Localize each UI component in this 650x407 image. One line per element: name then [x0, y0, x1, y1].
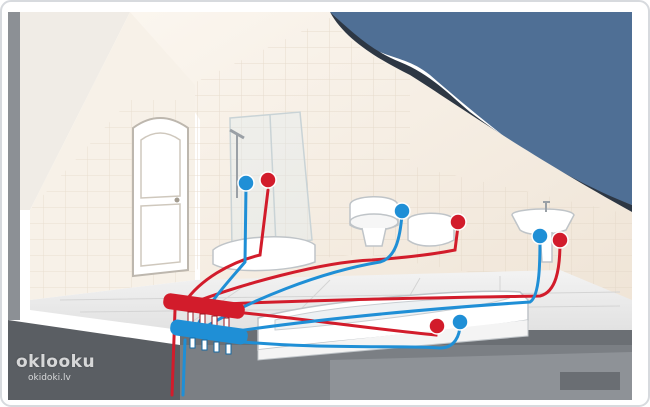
cold-pipe-basin [208, 236, 542, 337]
cold-connection-points [237, 174, 549, 331]
cold-dot-toilet [393, 202, 411, 220]
basin-faucet [543, 201, 550, 212]
manifold-cold [170, 319, 248, 355]
hot-dot-basin [551, 231, 569, 249]
door-panel-top [140, 132, 181, 199]
hot-pipe-basin [203, 240, 562, 307]
cold-dot-basin [531, 227, 549, 245]
toilet-bowl [349, 213, 399, 231]
outer-wall-left [8, 12, 20, 320]
slab-block [560, 372, 620, 390]
cold-pipe-bath [218, 322, 462, 350]
door-panel-bottom [140, 203, 181, 267]
hot-water-pipes [170, 188, 562, 397]
roof-panel [330, 12, 632, 205]
door-handle [174, 197, 180, 203]
hot-pipe-bidet [193, 224, 460, 304]
roof-edge [325, 12, 632, 218]
watermark-url: okidoki.lv [28, 373, 71, 383]
bidet [407, 212, 455, 247]
shower-head [229, 128, 245, 140]
cold-pipe-riser [181, 338, 187, 397]
watermark-logo: oklooku [16, 352, 96, 372]
slab-left [8, 320, 180, 400]
hot-connection-points [259, 171, 569, 335]
slab-shade [330, 352, 632, 400]
slanted-ceiling [20, 12, 130, 210]
hot-dot-bidet [449, 213, 467, 231]
cold-dot-bath [451, 313, 469, 331]
hot-pipe-shower [183, 188, 270, 304]
cold-dot-shower [237, 174, 255, 192]
hot-pipe-bath [213, 308, 439, 337]
hot-dot-bath [428, 317, 446, 335]
toilet-base [361, 227, 387, 247]
hot-dot-shower [259, 171, 277, 189]
washbasin [511, 208, 575, 236]
